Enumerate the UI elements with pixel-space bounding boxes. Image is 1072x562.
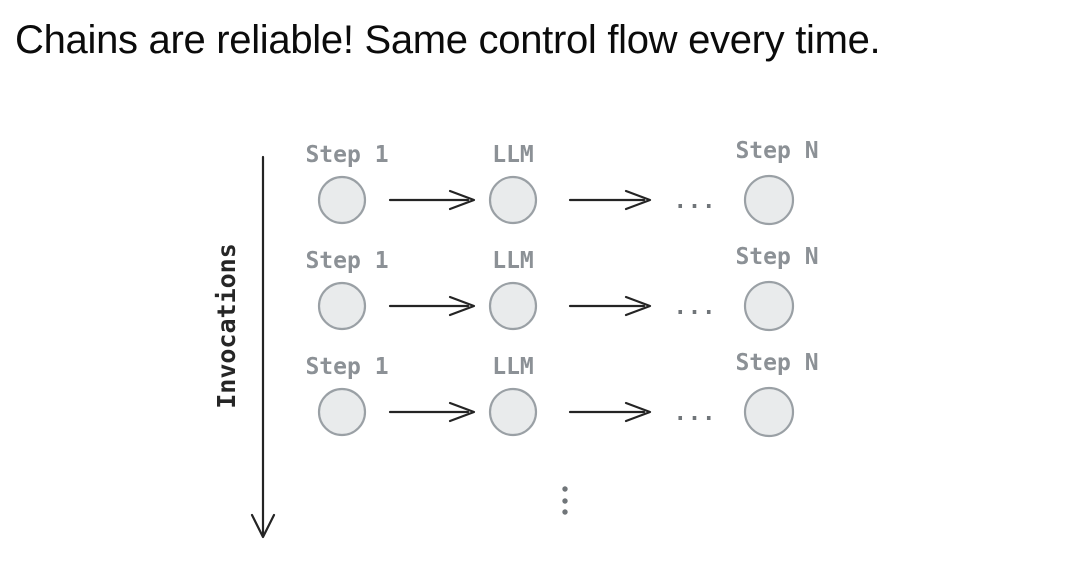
stepn-node bbox=[743, 386, 795, 438]
row-ellipsis: ... bbox=[674, 189, 717, 214]
axis-label: Invocations bbox=[212, 243, 241, 409]
step1-label: Step 1 bbox=[305, 142, 388, 168]
arrowhead-right-icon bbox=[624, 401, 652, 423]
row-ellipsis: ... bbox=[674, 295, 717, 320]
llm-label: LLM bbox=[492, 248, 534, 274]
vertical-ellipsis-icon bbox=[562, 486, 568, 515]
step1-label: Step 1 bbox=[305, 354, 388, 380]
stepn-node bbox=[743, 174, 795, 226]
arrowhead-right-icon bbox=[448, 189, 476, 211]
llm-label: LLM bbox=[492, 354, 534, 380]
arrowhead-right-icon bbox=[624, 189, 652, 211]
axis-arrowhead-down-icon bbox=[250, 513, 276, 539]
step1-node bbox=[317, 175, 367, 225]
llm-node bbox=[488, 281, 538, 331]
arrowhead-right-icon bbox=[448, 295, 476, 317]
stepn-label: Step N bbox=[735, 138, 818, 164]
invocations-axis: Invocations bbox=[212, 155, 276, 539]
step1-node bbox=[317, 281, 367, 331]
step1-node bbox=[317, 387, 367, 437]
llm-label: LLM bbox=[492, 142, 534, 168]
stepn-node bbox=[743, 280, 795, 332]
page-title: Chains are reliable! Same control flow e… bbox=[15, 18, 881, 62]
invocation-row: Step 1 LLM ... Step N bbox=[305, 350, 819, 438]
step1-label: Step 1 bbox=[305, 248, 388, 274]
invocation-row: Step 1 LLM ... Step N bbox=[305, 244, 819, 332]
stepn-label: Step N bbox=[735, 350, 818, 376]
invocation-row: Step 1 LLM ... Step N bbox=[305, 138, 819, 226]
row-ellipsis: ... bbox=[674, 401, 717, 426]
llm-node bbox=[488, 175, 538, 225]
arrowhead-right-icon bbox=[624, 295, 652, 317]
arrowhead-right-icon bbox=[448, 401, 476, 423]
stepn-label: Step N bbox=[735, 244, 818, 270]
llm-node bbox=[488, 387, 538, 437]
